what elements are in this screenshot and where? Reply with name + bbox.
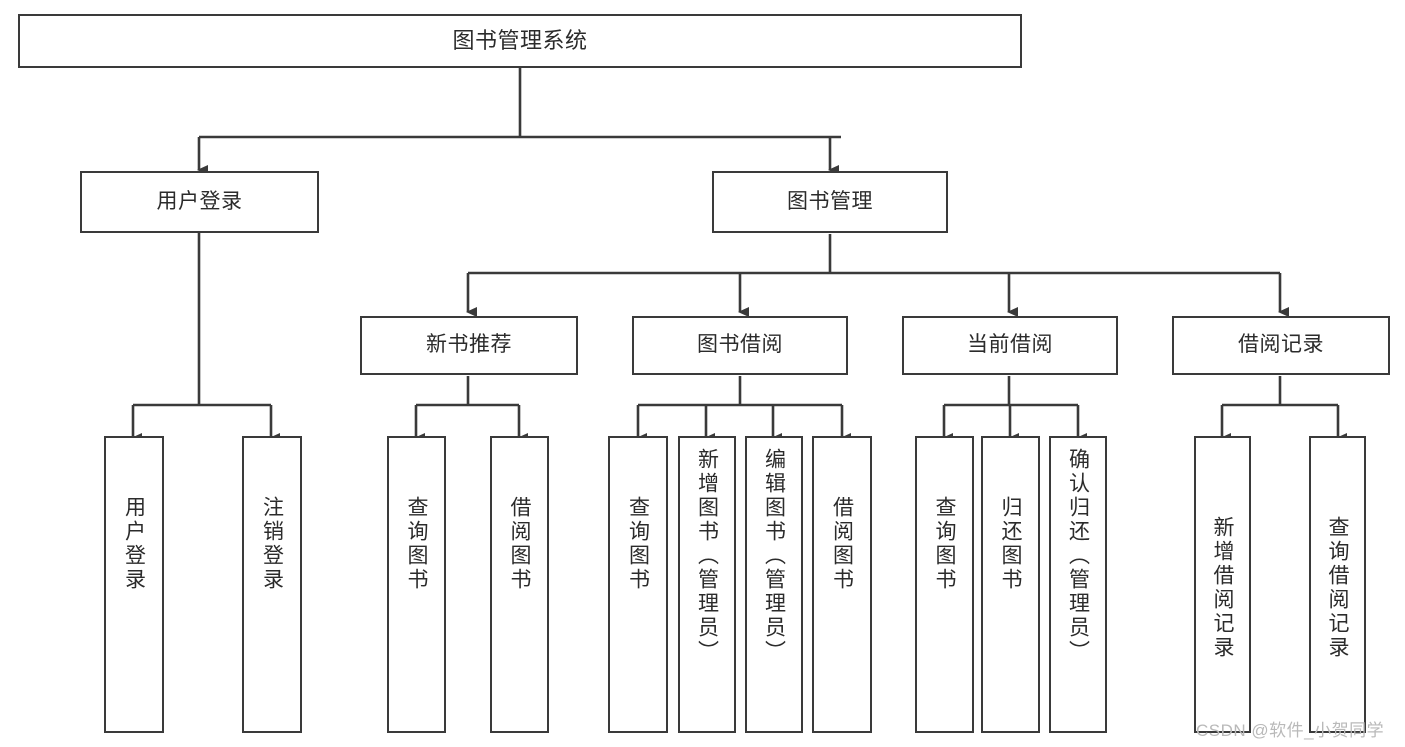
- node-label: 确认归还（管理员）: [1066, 448, 1090, 664]
- node-book-borrow[interactable]: 图书借阅: [632, 316, 848, 375]
- node-leaf-query-books-borrow[interactable]: 查询图书: [608, 436, 668, 733]
- node-label: 查询图书: [933, 496, 956, 592]
- node-leaf-return-books[interactable]: 归还图书: [981, 436, 1040, 733]
- node-label: 图书借阅: [697, 333, 783, 357]
- node-label: 当前借阅: [967, 333, 1053, 357]
- node-label: 查询图书: [626, 496, 650, 592]
- node-leaf-query-books-newbooks[interactable]: 查询图书: [387, 436, 446, 733]
- node-leaf-add-book-admin[interactable]: 新增图书（管理员）: [678, 436, 736, 733]
- node-label: 查询图书: [405, 496, 428, 592]
- node-label: 查询借阅记录: [1326, 516, 1349, 660]
- node-leaf-confirm-return-admin[interactable]: 确认归还（管理员）: [1049, 436, 1107, 733]
- node-current-borrow[interactable]: 当前借阅: [902, 316, 1118, 375]
- node-label: 新书推荐: [426, 333, 512, 357]
- node-label: 借阅记录: [1238, 333, 1324, 357]
- node-label: 借阅图书: [830, 496, 854, 592]
- node-leaf-query-books-current[interactable]: 查询图书: [915, 436, 974, 733]
- node-leaf-edit-book-admin[interactable]: 编辑图书（管理员）: [745, 436, 803, 733]
- node-leaf-logout[interactable]: 注销登录: [242, 436, 302, 733]
- node-leaf-borrow-books-newbooks[interactable]: 借阅图书: [490, 436, 549, 733]
- node-label: 用户登录: [156, 189, 243, 213]
- node-new-book-recommend[interactable]: 新书推荐: [360, 316, 578, 375]
- node-leaf-user-login[interactable]: 用户登录: [104, 436, 164, 733]
- node-leaf-add-borrow-record[interactable]: 新增借阅记录: [1194, 436, 1251, 733]
- node-label: 新增图书（管理员）: [695, 448, 719, 664]
- node-label: 编辑图书（管理员）: [762, 448, 786, 664]
- node-label: 图书管理: [787, 189, 873, 213]
- node-label: 借阅图书: [508, 496, 531, 592]
- node-label: 图书管理系统: [452, 28, 588, 54]
- node-book-management[interactable]: 图书管理: [712, 171, 948, 233]
- node-label: 用户登录: [122, 496, 146, 592]
- node-label: 归还图书: [999, 496, 1022, 592]
- node-leaf-borrow-books-borrow[interactable]: 借阅图书: [812, 436, 872, 733]
- node-leaf-query-borrow-record[interactable]: 查询借阅记录: [1309, 436, 1366, 733]
- node-user-login[interactable]: 用户登录: [80, 171, 319, 233]
- node-borrow-records[interactable]: 借阅记录: [1172, 316, 1390, 375]
- node-label: 注销登录: [260, 496, 284, 592]
- node-label: 新增借阅记录: [1211, 516, 1234, 660]
- node-root-book-management-system[interactable]: 图书管理系统: [18, 14, 1022, 68]
